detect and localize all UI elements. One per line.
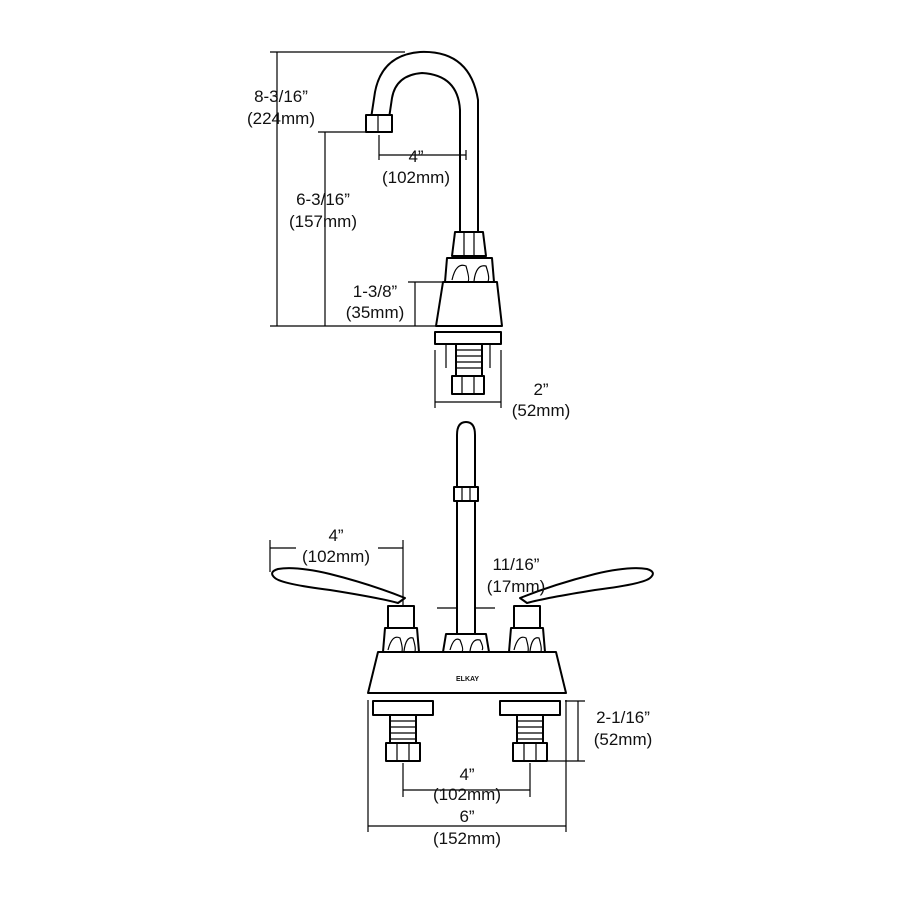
handle-length-mm: (102mm): [302, 547, 370, 566]
threaded-shank-side: [455, 343, 483, 377]
gooseneck-spout: [369, 50, 479, 233]
shank-length-mm: (52mm): [512, 401, 571, 420]
spout-diameter-mm: (17mm): [487, 577, 546, 596]
front-view-dimension-lines: [269, 540, 585, 832]
right-gasket: [499, 700, 561, 716]
overall-width-mm: (152mm): [433, 829, 501, 848]
faucet-body-side: [435, 281, 503, 327]
shank-length-inches: 2”: [533, 380, 548, 399]
base-height-mm: (35mm): [346, 303, 405, 322]
center-spacing-mm: (102mm): [433, 785, 501, 804]
right-handle-hub: [513, 605, 541, 629]
shank-height-inches: 2-1/16”: [596, 708, 650, 727]
spout-clearance-inches: 6-3/16”: [296, 190, 350, 209]
total-height-mm: (224mm): [247, 109, 315, 128]
base-height-inches: 1-3/8”: [353, 282, 398, 301]
left-gasket: [372, 700, 434, 716]
brand-logo: ELKAY: [456, 676, 479, 683]
shank-height-mm: (52mm): [594, 730, 653, 749]
spout-reach-inches: 4”: [408, 147, 423, 166]
spout-front-lower: [456, 500, 476, 635]
aerator-tip: [365, 114, 393, 133]
spout-coupling: [451, 231, 487, 257]
left-wrist-blade-handle: [271, 567, 406, 604]
spout-front-upper: [456, 421, 476, 488]
shank-nut-side: [451, 375, 485, 395]
spout-clearance-mm: (157mm): [289, 212, 357, 231]
center-spacing-inches: 4”: [459, 765, 474, 784]
spout-front-coupling: [453, 486, 479, 502]
left-handle-hub: [387, 605, 415, 629]
right-shank-nut: [512, 742, 548, 762]
front-view: ELKAY: [271, 421, 654, 762]
side-view-dimension-lines: [270, 51, 502, 408]
spout-reach-mm: (102mm): [382, 168, 450, 187]
dimension-labels: 8-3/16” (224mm) 4” (102mm) 6-3/16” (157m…: [247, 87, 652, 848]
overall-width-inches: 6”: [459, 807, 474, 826]
handle-length-inches: 4”: [328, 526, 343, 545]
spout-diameter-inches: 11/16”: [493, 555, 540, 574]
left-shank-nut: [385, 742, 421, 762]
total-height-inches: 8-3/16”: [254, 87, 308, 106]
right-wrist-blade-handle: [519, 567, 654, 604]
right-threaded-shank: [516, 714, 544, 744]
faucet-deck-body: [367, 651, 567, 694]
side-view: [365, 50, 503, 395]
mounting-gasket-side: [434, 331, 502, 345]
